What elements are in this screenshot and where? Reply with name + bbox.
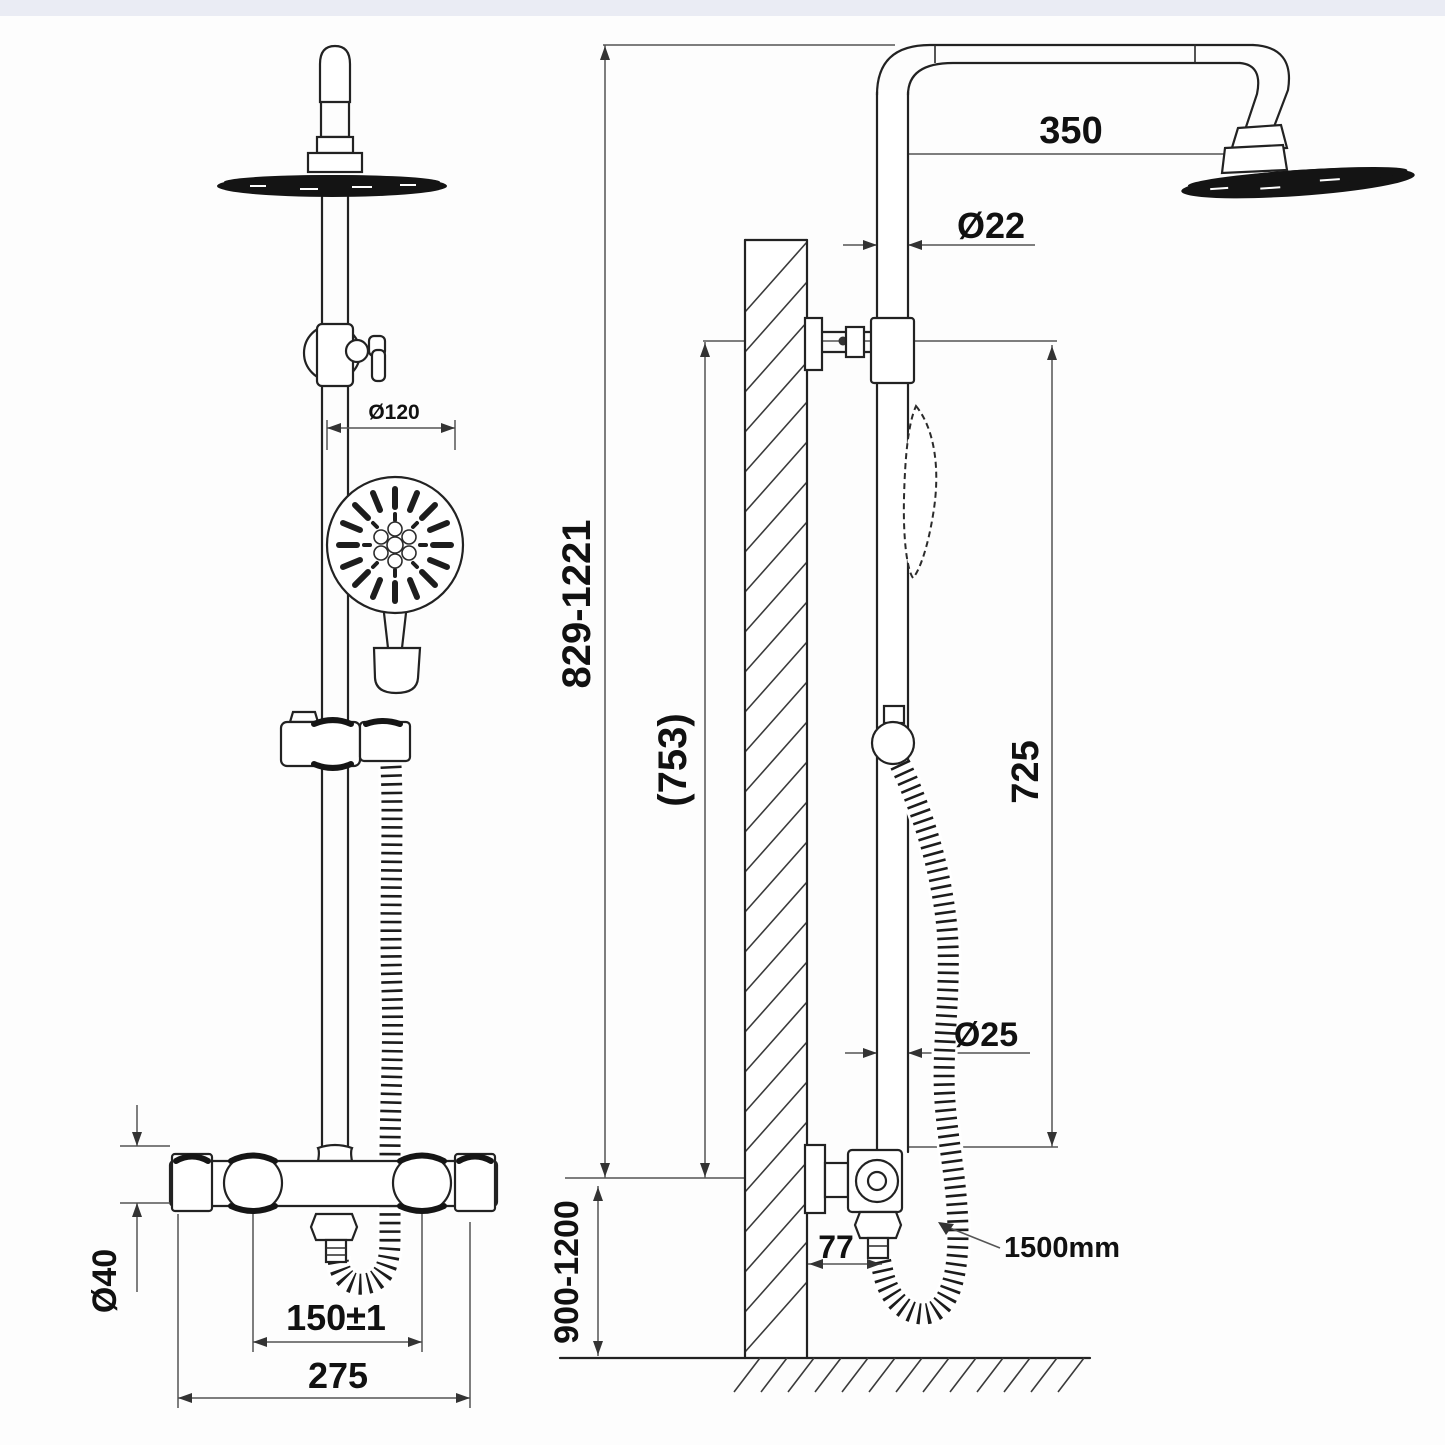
dim-inlet-centres bbox=[252, 1214, 423, 1352]
dim-hose-length-label: 1500mm bbox=[1004, 1232, 1120, 1264]
dim-overall-height-label: 829-1221 bbox=[555, 519, 599, 688]
dim-riser-diameter-label: Ø25 bbox=[954, 1016, 1018, 1054]
outlet-valve-side bbox=[803, 1143, 904, 1260]
centre-jets bbox=[373, 521, 417, 569]
lever-handle bbox=[370, 348, 387, 383]
shower-column-side bbox=[875, 43, 1291, 1154]
front-view bbox=[120, 44, 499, 1408]
lower-slider-bracket-front bbox=[279, 710, 412, 771]
dimension-labels: 350 Ø22 Ø120 829-1221 (753) 725 Ø25 Ø40 … bbox=[86, 110, 1120, 1396]
wall-section bbox=[743, 238, 809, 1360]
wall-hatching bbox=[744, 241, 808, 1353]
side-view bbox=[558, 43, 1415, 1393]
floor-hatching bbox=[733, 1357, 1085, 1393]
dim-wall-offset-label: 77 bbox=[818, 1229, 854, 1265]
dim-reference-height bbox=[700, 342, 710, 1178]
dim-pipe-diameter bbox=[843, 240, 1035, 250]
handset-holder-cup bbox=[372, 611, 422, 695]
dim-valve-width-label: 275 bbox=[308, 1355, 368, 1396]
dim-overall-height bbox=[600, 44, 895, 1178]
hand-shower-face bbox=[325, 475, 465, 695]
dim-arm-reach-label: 350 bbox=[1039, 110, 1102, 152]
head-connector-block bbox=[1220, 143, 1289, 175]
dim-install-height-label: 900-1200 bbox=[548, 1200, 586, 1344]
dim-inlet-centres-label: 150±1 bbox=[286, 1297, 386, 1338]
hose-length-leader bbox=[938, 1222, 1001, 1249]
riser-inlet-bell bbox=[316, 1143, 354, 1163]
rain-head-side-disc bbox=[1181, 166, 1415, 199]
top-edge-band bbox=[0, 0, 1445, 16]
wall-bracket-side bbox=[803, 316, 916, 385]
dim-valve-width bbox=[177, 1214, 471, 1408]
dim-handset-diameter bbox=[326, 420, 456, 450]
rain-head-front-disc bbox=[217, 175, 447, 197]
mixer-valve-front bbox=[168, 1143, 499, 1264]
dim-install-height bbox=[565, 1177, 745, 1356]
dim-valve-diameter bbox=[120, 1105, 170, 1292]
hose-outlet-front bbox=[309, 1212, 359, 1264]
dim-reference-height-label: (753) bbox=[651, 713, 695, 806]
shower-arm-side-outer bbox=[875, 43, 1255, 97]
shower-hose-side bbox=[867, 758, 972, 1327]
dim-wall-offset bbox=[808, 1259, 882, 1269]
shower-arm-front bbox=[306, 44, 364, 174]
dim-handset-diameter-label: Ø120 bbox=[368, 401, 419, 424]
upper-slider-bracket-front bbox=[302, 322, 387, 388]
floor bbox=[558, 1356, 1092, 1393]
spray-slots bbox=[336, 486, 454, 604]
dim-valve-diameter-label: Ø40 bbox=[86, 1249, 124, 1313]
dim-riser-length-label: 725 bbox=[1005, 740, 1047, 803]
hand-shower-side bbox=[902, 404, 938, 580]
slider-bracket-side bbox=[870, 704, 916, 766]
shower-hose-front bbox=[325, 765, 406, 1298]
dim-pipe-diameter-label: Ø22 bbox=[957, 205, 1025, 246]
shower-arm-side-inner bbox=[906, 61, 1242, 97]
